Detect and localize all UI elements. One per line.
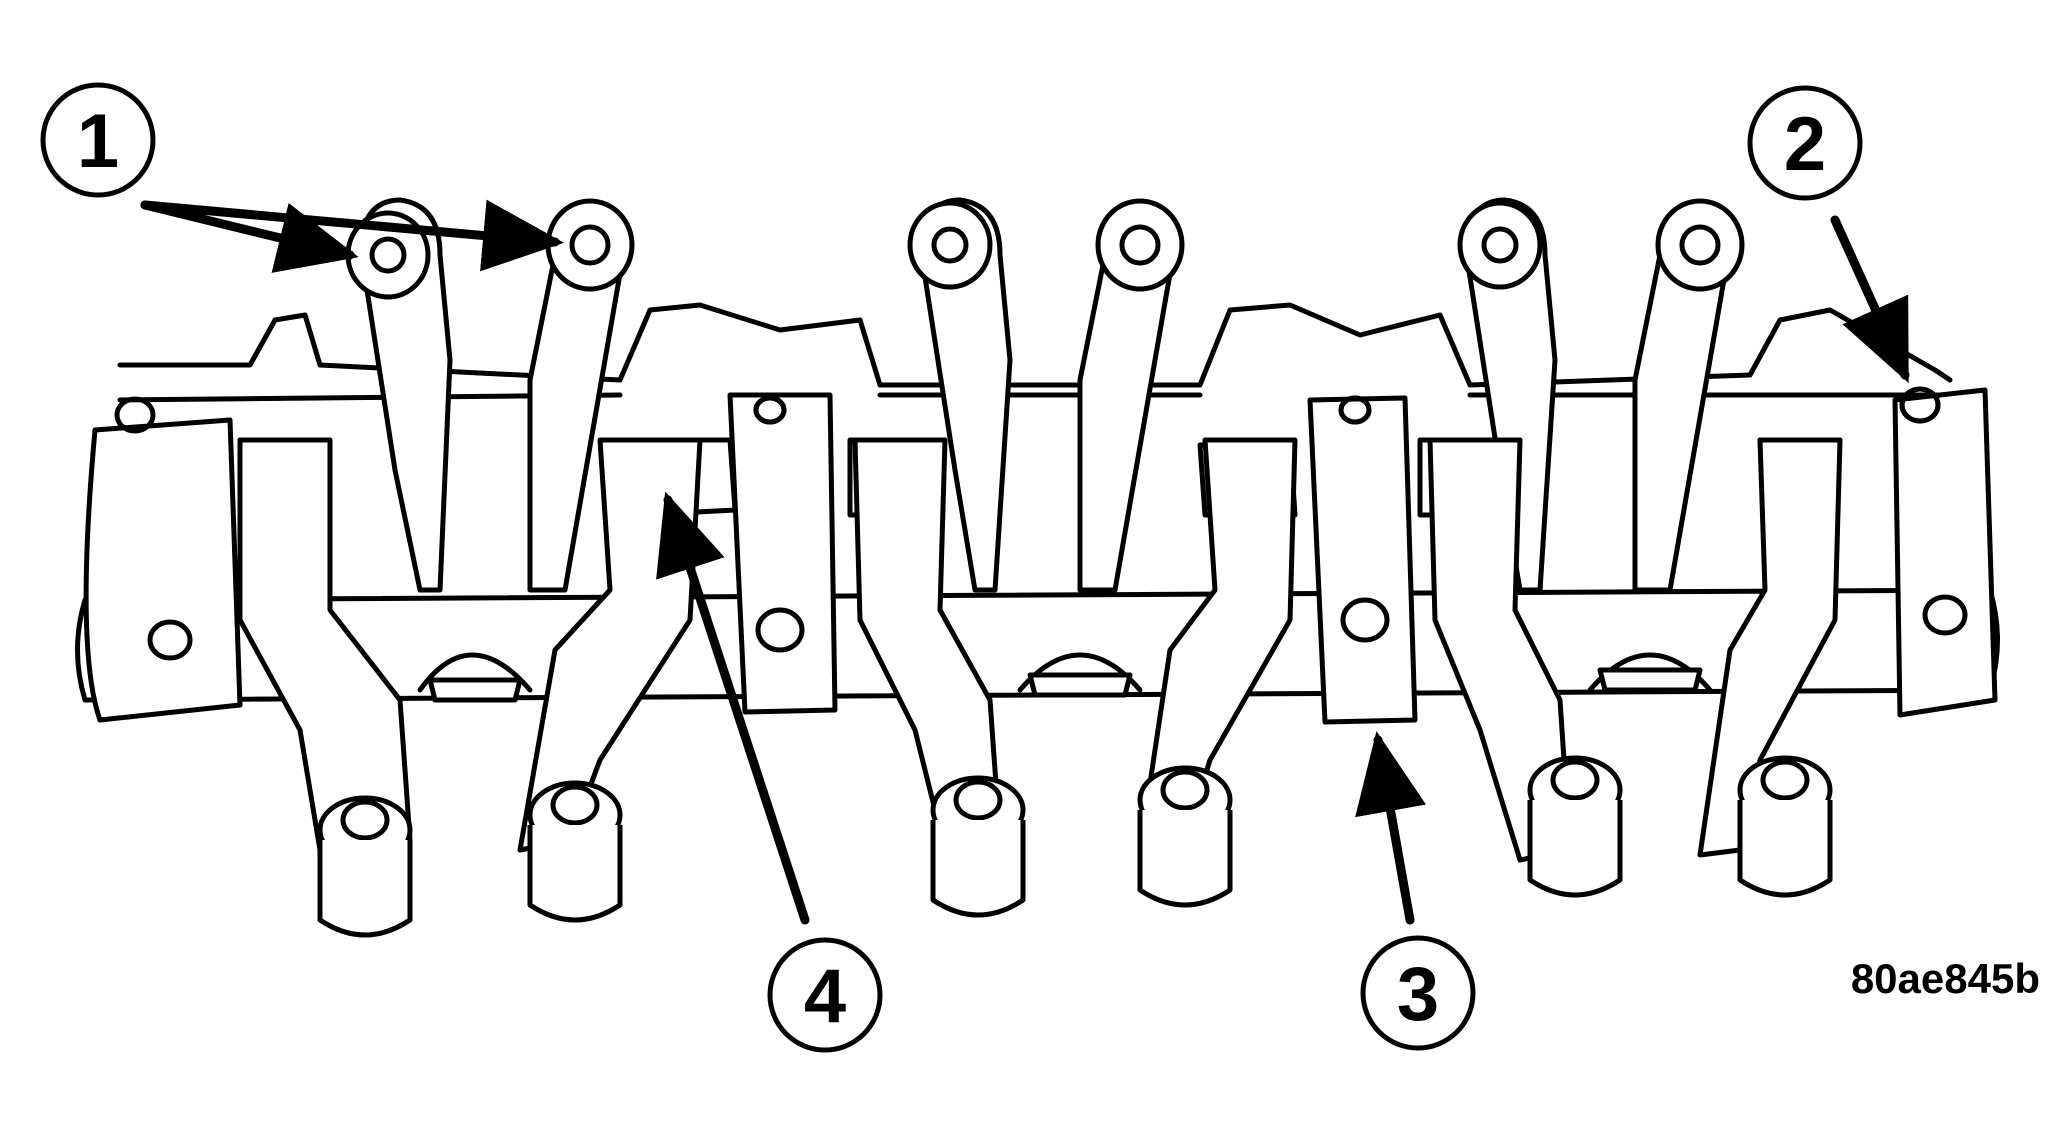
callout-4: 4 — [767, 937, 883, 1053]
callout-2: 2 — [1747, 85, 1863, 201]
callout-3-number: 3 — [1397, 952, 1439, 1037]
arrow-3 — [1355, 731, 1427, 925]
figure-id-label: 80ae845b — [1851, 955, 2040, 1002]
callout-1-number: 1 — [77, 99, 119, 184]
pedestal-bolts — [753, 386, 1941, 425]
callout-2-number: 2 — [1784, 102, 1826, 187]
callout-3: 3 — [1360, 935, 1476, 1051]
callout-1: 1 — [40, 82, 156, 198]
callout-4-number: 4 — [804, 954, 846, 1039]
arrow-1b — [140, 199, 564, 272]
rocker-arms — [237, 197, 1843, 863]
lash-adjusters — [317, 755, 1833, 938]
arrow-4 — [656, 491, 810, 925]
arrow-1a — [140, 200, 359, 273]
arrow-2 — [1830, 215, 1910, 384]
shaft-saddles — [417, 652, 1713, 703]
callout-arrows — [140, 199, 1910, 925]
